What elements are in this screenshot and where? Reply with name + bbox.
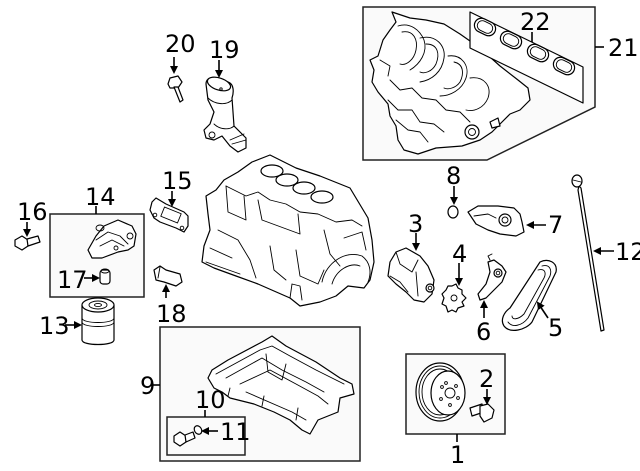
oil-pump: [387, 247, 435, 303]
callout-15[interactable]: 15: [162, 167, 193, 195]
o-ring: [447, 205, 459, 219]
solenoid-bolt: [167, 75, 184, 103]
crankshaft-pulley: [415, 362, 466, 422]
oil-filter-adapter: [87, 219, 137, 259]
adapter-gasket: [149, 197, 189, 233]
callout-22[interactable]: 22: [520, 8, 551, 36]
pulley-bolt: [469, 403, 495, 423]
callout-19[interactable]: 19: [209, 36, 240, 64]
callout-1[interactable]: 1: [450, 441, 466, 469]
callout-8[interactable]: 8: [446, 162, 462, 190]
callout-18[interactable]: 18: [156, 300, 187, 328]
callout-4[interactable]: 4: [452, 240, 468, 268]
callout-17[interactable]: 17: [57, 266, 88, 294]
callout-12[interactable]: 12: [615, 238, 640, 266]
callout-13[interactable]: 13: [39, 312, 70, 340]
vvt-solenoid: [203, 76, 247, 153]
oil-pump-chain: [501, 259, 557, 331]
callout-2[interactable]: 2: [479, 365, 495, 393]
intake-manifold: [369, 11, 531, 155]
leader-lines: [23, 32, 614, 442]
drain-plug: [173, 431, 196, 447]
callout-3[interactable]: 3: [408, 210, 424, 238]
intake-manifold-gaskets: [469, 11, 584, 104]
oil-pan: [207, 335, 355, 435]
callout-5[interactable]: 5: [548, 314, 564, 342]
dipstick: [571, 174, 605, 332]
callout-9[interactable]: 9: [140, 372, 156, 400]
adapter-bolt: [14, 235, 41, 251]
callout-10[interactable]: 10: [195, 386, 226, 414]
callout-16[interactable]: 16: [17, 198, 48, 226]
cover-housing: [467, 205, 525, 237]
oil-pump-sprocket: [441, 283, 467, 313]
chain-tensioner: [477, 253, 507, 301]
oil-pressure-sensor: [153, 265, 183, 287]
callout-11[interactable]: 11: [220, 418, 251, 446]
oil-filter: [81, 297, 115, 346]
callout-7[interactable]: 7: [548, 211, 564, 239]
callout-14[interactable]: 14: [85, 183, 116, 211]
callout-6[interactable]: 6: [476, 318, 492, 346]
callout-21[interactable]: 21: [608, 34, 639, 62]
callout-20[interactable]: 20: [165, 30, 196, 58]
filter-stud: [99, 268, 111, 285]
engine-block: [201, 154, 375, 307]
